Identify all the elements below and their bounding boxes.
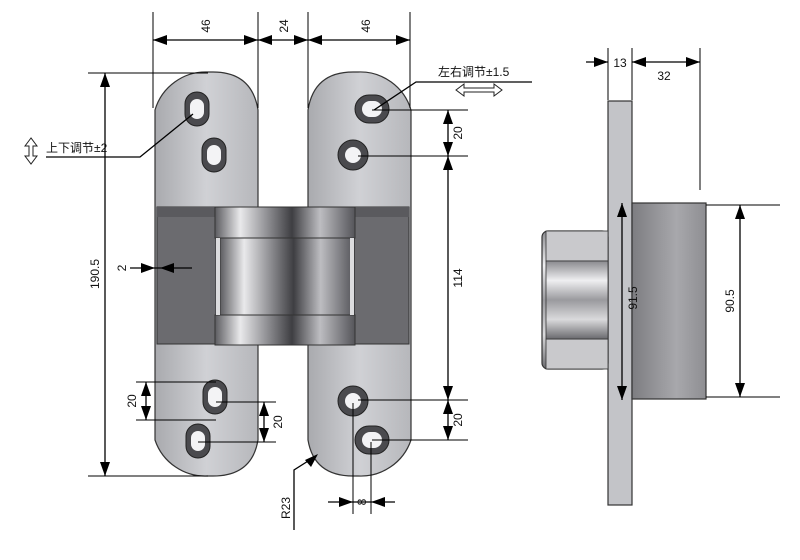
slot-right-lower — [337, 385, 369, 417]
dim-corner-radius: R23 — [279, 497, 293, 519]
knuckle-top-band — [214, 206, 356, 239]
knuckle-bottom-band — [214, 314, 356, 346]
dim-body-projection: 32 — [657, 69, 671, 83]
dim-total-height: 190.5 — [88, 259, 102, 289]
front-view: 46 24 46 190.5 2 114 20 20 — [24, 12, 532, 530]
knuckle-cylinder — [219, 237, 355, 316]
dim-slot-pitch-bottom-left-a: 20 — [125, 394, 139, 408]
lateral-adjust-label: 左右调节±1.5 — [438, 64, 510, 79]
dim-slot-offset: 8 — [355, 498, 369, 505]
dim-leaf-width-left: 46 — [199, 19, 213, 33]
vertical-adjust-callout: 上下调节±2 — [24, 113, 194, 165]
vertical-adjust-label: 上下调节±2 — [46, 141, 108, 155]
slot-right-top — [354, 94, 390, 124]
dim-plate-thickness: 13 — [613, 56, 627, 70]
dim-side-body-height: 90.5 — [723, 289, 737, 313]
slot-left-upper — [201, 137, 227, 173]
side-view: 13 32 91.5 90.5 — [541, 48, 780, 506]
dim-slot-pitch-top-right: 20 — [451, 126, 465, 140]
dim-body-height: 114 — [451, 268, 465, 287]
dim-side-plate-height: 91.5 — [626, 286, 640, 310]
double-arrow-vertical-icon — [24, 137, 38, 165]
dim-slot-pitch-bottom-left-b: 20 — [271, 415, 285, 429]
side-hinge-body — [631, 202, 707, 400]
dim-leaf-width-right: 46 — [359, 19, 373, 33]
slot-left-lower — [202, 379, 228, 415]
slot-left-top — [184, 91, 210, 127]
dim-knuckle-gap: 24 — [277, 19, 291, 33]
dim-recess-depth: 2 — [115, 264, 129, 271]
double-arrow-horizontal-icon — [455, 83, 503, 97]
dim-slot-pitch-bottom-right: 20 — [451, 413, 465, 427]
slot-right-upper — [337, 139, 369, 171]
lateral-adjust-callout: 左右调节±1.5 — [373, 64, 532, 111]
slot-left-bottom — [185, 423, 211, 459]
